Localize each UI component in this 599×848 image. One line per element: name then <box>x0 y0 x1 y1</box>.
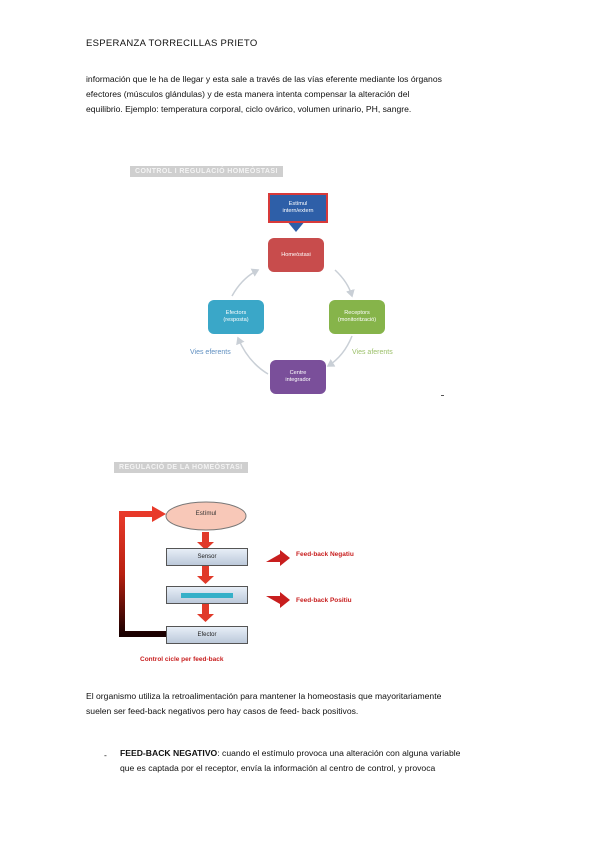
bullet-term: FEED-BACK NEGATIVO <box>120 748 218 758</box>
intro-line-1: información que le ha de llegar y esta s… <box>86 74 442 84</box>
efectors-node: Efectors (resposta) <box>208 300 264 334</box>
sensor-box: Sensor <box>166 548 248 566</box>
efector-label: Efector <box>197 632 217 638</box>
bullet-line1-rest: : cuando el estímulo provoca una alterac… <box>217 748 461 758</box>
efectors-label-1: Efectors <box>225 310 247 316</box>
figure2-caption: Control cicle per feed-back <box>140 656 224 663</box>
figure2-arrows <box>119 501 290 637</box>
feedback-positiu-label: Feed-back Positiu <box>296 597 352 604</box>
efectors-label-2: (resposta) <box>223 317 249 323</box>
receptors-node: Receptors (monitorització) <box>329 300 385 334</box>
feedback-line-1: El organismo utiliza la retroalimentació… <box>86 691 442 701</box>
centre-label-1: Centre <box>289 370 307 376</box>
feedback-line-2: suelen ser feed-back negativos pero hay … <box>86 706 359 716</box>
intro-paragraph: información que le ha de llegar y esta s… <box>86 72 526 117</box>
homeostasi-node: Homeòstasi <box>268 238 324 272</box>
vies-aferents-label: Vies aferents <box>352 349 393 356</box>
figure1-connectors <box>231 220 355 375</box>
intro-line-2: efectores (músculos glándulas) y de esta… <box>86 89 410 99</box>
feedback-negatiu-label: Feed-back Negatiu <box>296 551 354 558</box>
stimulus-label-1: Estímul <box>288 201 308 207</box>
figure-homeostasis-cycle: CONTROL I REGULACIÓ HOMEÒSTASI Estímul i… <box>130 166 430 402</box>
receptors-label-2: (monitorització) <box>337 317 377 323</box>
bullet-line-2: que es captada por el receptor, envía la… <box>120 763 436 773</box>
control-center-box <box>166 586 248 604</box>
figure1-title: CONTROL I REGULACIÓ HOMEÒSTASI <box>130 166 283 177</box>
efector-box: Efector <box>166 626 248 644</box>
vies-eferents-label: Vies eferents <box>190 349 231 356</box>
feedback-paragraph: El organismo utiliza la retroalimentació… <box>86 689 526 719</box>
bullet-line-1: FEED-BACK NEGATIVO: cuando el estímulo p… <box>120 746 540 761</box>
estimul-label: Estímul <box>195 510 217 517</box>
bullet-marker: - <box>104 750 107 760</box>
homeostasi-label: Homeòstasi <box>281 251 311 258</box>
bullet-item: FEED-BACK NEGATIVO: cuando el estímulo p… <box>120 746 540 776</box>
stimulus-label-2: intern/extern <box>282 208 314 214</box>
figure-feedback-regulation: REGULACIÓ DE LA HOMEÒSTASI Estímul Senso… <box>114 462 384 670</box>
figure2-title: REGULACIÓ DE LA HOMEÒSTASI <box>114 462 248 473</box>
document-header-author: ESPERANZA TORRECILLAS PRIETO <box>86 38 258 49</box>
stray-dash <box>441 395 444 396</box>
intro-line-3: equilibrio. Ejemplo: temperatura corpora… <box>86 104 412 114</box>
receptors-label-1: Receptors <box>344 310 370 316</box>
sensor-label: Sensor <box>197 554 217 560</box>
centre-integrador-node: Centre integrador <box>270 360 326 394</box>
stimulus-node: Estímul intern/extern <box>268 193 328 223</box>
centre-label-2: integrador <box>285 377 311 383</box>
control-center-highlight <box>181 592 233 598</box>
